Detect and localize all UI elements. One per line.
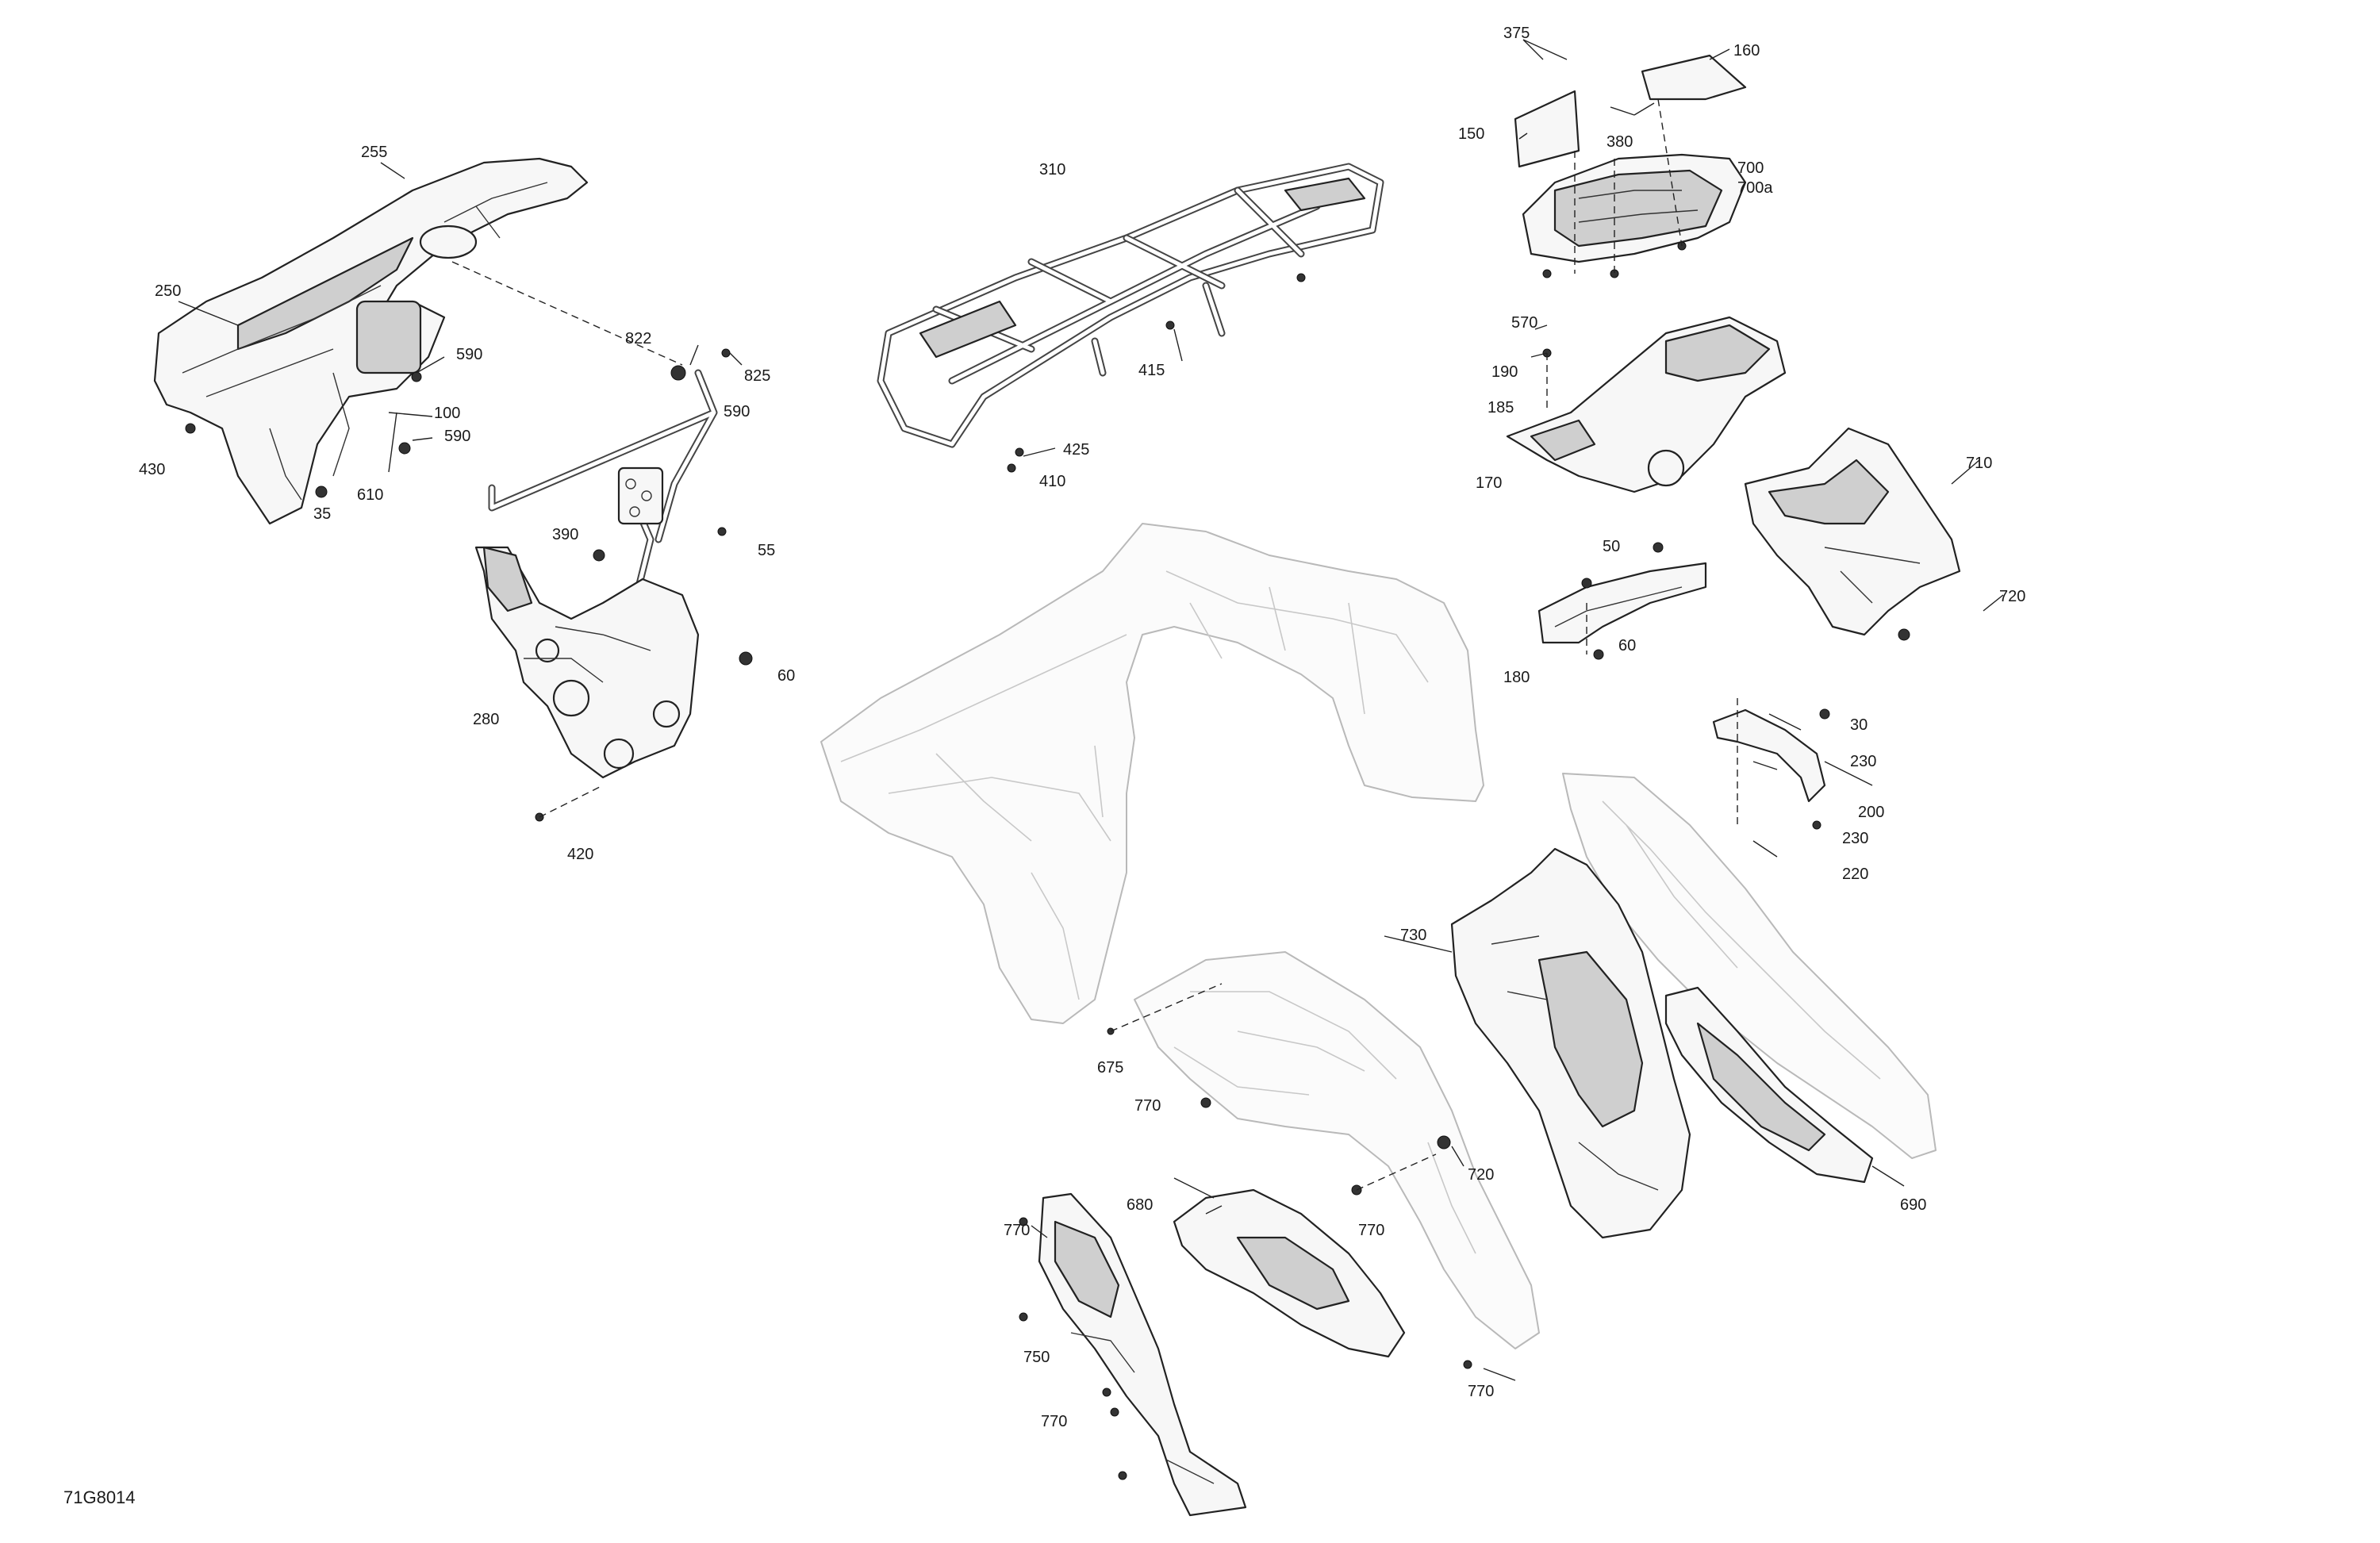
callout-280: 280 [473, 711, 499, 728]
headlight-hood-700 [1522, 153, 1747, 263]
front-panel-250 [153, 157, 589, 525]
cargo-rack-310 [877, 163, 1384, 448]
callout-250: 250 [155, 282, 181, 300]
callout-255: 255 [361, 144, 387, 161]
deflector-150 [1514, 90, 1580, 168]
callout-60-a: 60 [777, 667, 795, 685]
inner-panel-730 [1450, 847, 1691, 1239]
callout-700: 700 [1737, 159, 1764, 177]
callout-720-b: 720 [1468, 1166, 1494, 1184]
callout-710: 710 [1966, 455, 1992, 472]
deflector-160 [1641, 54, 1747, 101]
callout-770-a: 770 [1134, 1097, 1161, 1115]
callout-822: 822 [625, 330, 651, 347]
callout-310: 310 [1039, 161, 1065, 178]
callout-200: 200 [1858, 804, 1884, 821]
callout-380: 380 [1606, 133, 1633, 151]
callout-700a: 700a [1737, 179, 1773, 197]
callout-160: 160 [1733, 42, 1760, 59]
callout-730: 730 [1400, 927, 1426, 944]
callout-720-a: 720 [1999, 588, 2025, 605]
callout-590-a: 590 [456, 346, 482, 363]
callout-430: 430 [139, 461, 165, 478]
console-170 [1506, 316, 1787, 493]
leader-lines [178, 39, 2004, 1381]
callout-770-e: 770 [1041, 1413, 1067, 1430]
side-panel-710 [1744, 427, 1961, 636]
fasteners [185, 241, 1910, 1480]
callout-425: 425 [1063, 441, 1089, 459]
callout-690: 690 [1900, 1196, 1926, 1214]
callout-610: 610 [357, 486, 383, 504]
callout-55: 55 [758, 542, 775, 559]
callout-170: 170 [1476, 474, 1502, 492]
callout-150: 150 [1458, 125, 1484, 143]
callout-750: 750 [1023, 1349, 1050, 1366]
callout-190: 190 [1491, 363, 1518, 381]
rear-fender-ghost [820, 523, 1484, 1024]
callout-220: 220 [1842, 866, 1868, 883]
figure-reference-code: 71G8014 [63, 1487, 136, 1507]
callout-770-d: 770 [1468, 1383, 1494, 1400]
footrest-panel-750 [1038, 1192, 1247, 1517]
callout-185: 185 [1488, 399, 1514, 416]
callout-375: 375 [1503, 25, 1530, 42]
callout-100: 100 [434, 405, 460, 422]
bracket-200 [1712, 708, 1826, 803]
footwell-panel-690 [1664, 986, 1874, 1184]
callout-60-b: 60 [1618, 637, 1636, 654]
skid-plate-280 [474, 546, 700, 779]
callout-590-c: 590 [724, 403, 750, 420]
callout-675: 675 [1097, 1059, 1123, 1077]
callout-825: 825 [744, 367, 770, 385]
assembly-lines [451, 98, 1738, 1191]
front-fender-ghost [1134, 951, 1540, 1349]
callout-420: 420 [567, 846, 593, 863]
callout-230-b: 230 [1842, 830, 1868, 847]
callout-50: 50 [1603, 538, 1620, 555]
callout-770-c: 770 [1004, 1222, 1030, 1239]
callout-390: 390 [552, 526, 578, 543]
callout-35: 35 [313, 505, 331, 523]
callout-680: 680 [1127, 1196, 1153, 1214]
callout-770-b: 770 [1358, 1222, 1384, 1239]
callout-590-b: 590 [444, 428, 470, 445]
callout-230-a: 230 [1850, 753, 1876, 770]
front-bumper-tube-frame [488, 369, 718, 607]
callout-415: 415 [1138, 362, 1165, 379]
callout-180: 180 [1503, 669, 1530, 686]
callout-labels: 255 250 430 35 610 100 590 590 590 822 8… [139, 25, 2025, 1430]
callout-410: 410 [1039, 473, 1065, 490]
callout-30: 30 [1850, 716, 1868, 734]
callout-570: 570 [1511, 314, 1537, 332]
bracket-panel-180 [1537, 562, 1707, 644]
side-cover-680 [1173, 1188, 1406, 1358]
